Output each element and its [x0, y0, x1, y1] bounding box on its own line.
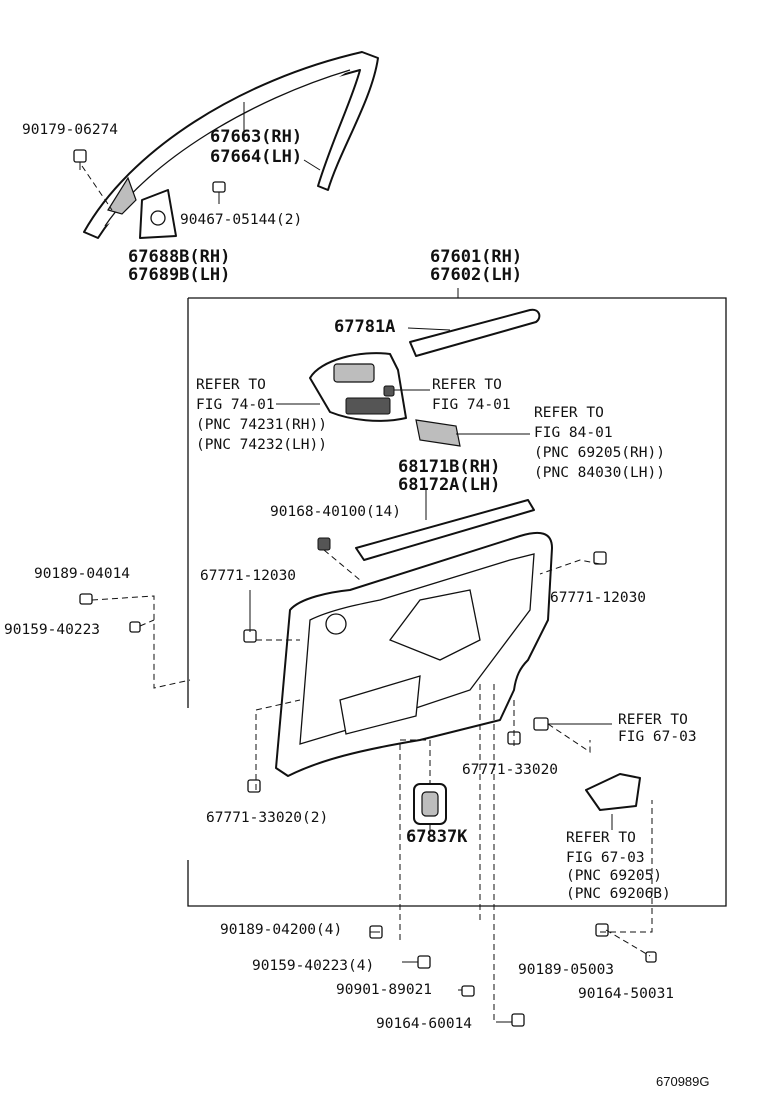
label-refer-fig67-a-1: REFER TO [618, 712, 688, 728]
label-67688b-rh: 67688B(RH) [128, 247, 230, 267]
label-refer-fig67-b-3: (PNC 69205) [566, 868, 662, 884]
window-frame-moulding [83, 51, 379, 239]
label-68171b-rh: 68171B(RH) [398, 457, 500, 477]
label-67837k: 67837K [406, 827, 468, 847]
label-refer-fig74-left-3: (PNC 74231(RH)) [196, 417, 327, 433]
label-90159-40223-left: 90159-40223 [4, 622, 100, 638]
label-refer-fig84-2: FIG 84-01 [534, 425, 613, 441]
label-90189-04200: 90189-04200(4) [220, 922, 342, 938]
label-refer-fig74-left-2: FIG 74-01 [196, 397, 275, 413]
label-refer-fig74-right-2: FIG 74-01 [432, 397, 511, 413]
label-90159-40223-4: 90159-40223(4) [252, 958, 374, 974]
clip-90168 [317, 537, 331, 551]
figure-code: 670989G [656, 1074, 710, 1089]
label-67664-lh: 67664(LH) [210, 147, 302, 167]
labels: 90179-06274 67663(RH) 67664(LH) 90467-05… [4, 122, 710, 1089]
label-67781a: 67781A [334, 317, 395, 337]
label-refer-fig67-b-4: (PNC 69206B) [566, 886, 671, 902]
label-67771-12030-left: 67771-12030 [200, 568, 296, 584]
label-90168-40100: 90168-40100(14) [270, 504, 401, 520]
label-67601-rh: 67601(RH) [430, 247, 522, 267]
label-67602-lh: 67602(LH) [430, 265, 522, 285]
label-90164-50031: 90164-50031 [578, 986, 674, 1002]
corner-piece [139, 189, 177, 239]
inside-handle [585, 773, 641, 811]
armrest-switch-base [309, 352, 407, 422]
label-90901-89021: 90901-89021 [336, 982, 432, 998]
label-90189-04014: 90189-04014 [34, 566, 130, 582]
label-refer-fig74-left-1: REFER TO [196, 377, 266, 393]
label-refer-fig74-left-4: (PNC 74232(LH)) [196, 437, 327, 453]
label-67689b-lh: 67689B(LH) [128, 265, 230, 285]
door-switch [415, 419, 461, 447]
screw-90467 [212, 181, 226, 204]
armrest-screw [383, 385, 395, 397]
label-refer-fig84-4: (PNC 84030(LH)) [534, 465, 665, 481]
label-67771-33020: 67771-33020 [462, 762, 558, 778]
clip-90179 [73, 149, 87, 170]
label-refer-fig67-a-2: FIG 67-03 [618, 729, 697, 745]
ornament-67781a [409, 308, 541, 357]
pocket-67837k [413, 783, 447, 825]
label-67771-33020-2: 67771-33020(2) [206, 810, 328, 826]
door-trim-panel [275, 531, 553, 777]
label-refer-fig74-right-1: REFER TO [432, 377, 502, 393]
label-refer-fig67-b-1: REFER TO [566, 830, 636, 846]
label-refer-fig84-1: REFER TO [534, 405, 604, 421]
label-68172a-lh: 68172A(LH) [398, 475, 500, 495]
weatherstrip-68171b [355, 499, 535, 561]
leader-lines [81, 102, 653, 1023]
label-67771-12030-right: 67771-12030 [550, 590, 646, 606]
label-refer-fig84-3: (PNC 69205(RH)) [534, 445, 665, 461]
clips [79, 551, 657, 1027]
label-90179-06274: 90179-06274 [22, 122, 118, 138]
label-refer-fig67-b-2: FIG 67-03 [566, 850, 645, 866]
assembly-frame [187, 288, 727, 907]
label-90189-05003: 90189-05003 [518, 962, 614, 978]
label-90164-60014: 90164-60014 [376, 1016, 472, 1032]
label-67663-rh: 67663(RH) [210, 127, 302, 147]
label-90467-05144: 90467-05144(2) [180, 212, 302, 228]
